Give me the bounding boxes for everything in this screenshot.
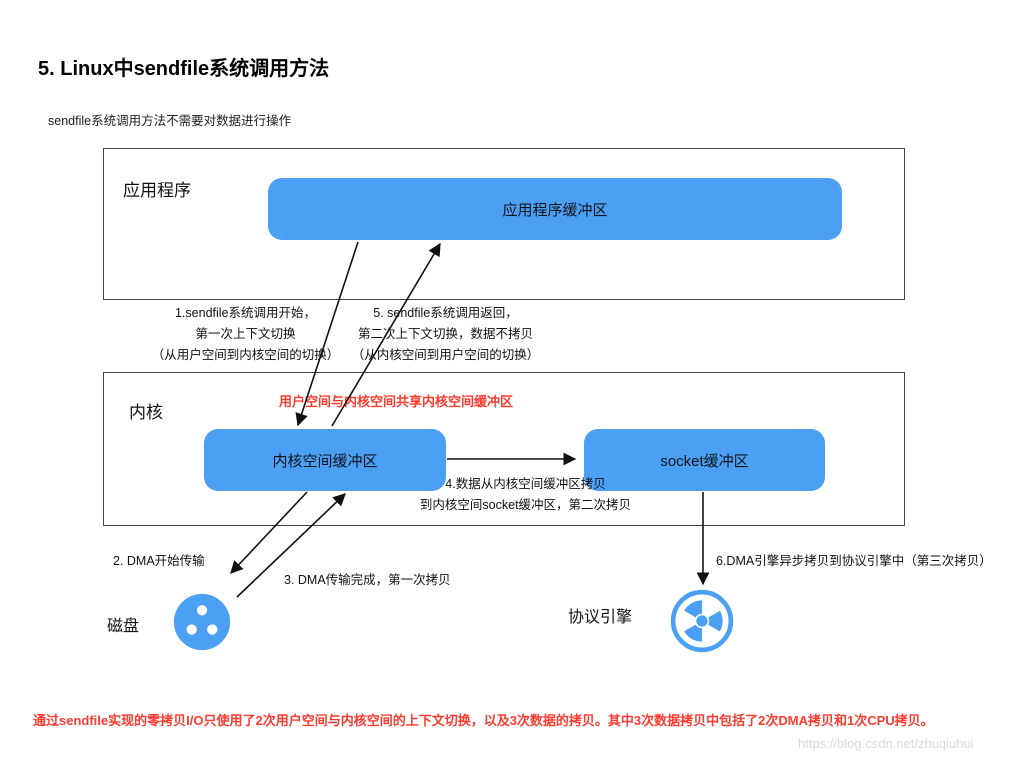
annotation-step1: 1.sendfile系统调用开始， 第一次上下文切换 （从用户空间到内核空间的切…: [133, 303, 358, 366]
protocol-engine-label: 协议引擎: [568, 609, 633, 626]
disk-icon-svg: [173, 593, 231, 651]
annotation-step5: 5. sendfile系统调用返回， 第二次上下文切换，数据不拷贝 （从内核空间…: [328, 303, 563, 366]
annotation-step6: 6.DMA引擎异步拷贝到协议引擎中（第三次拷贝）: [716, 554, 992, 568]
annotation-step4-line2: 到内核空间socket缓冲区，第二次拷贝: [419, 498, 632, 512]
annotation-step2: 2. DMA开始传输: [113, 554, 205, 568]
footer-note: 通过sendfile实现的零拷贝I/O只使用了2次用户空间与内核空间的上下文切换…: [33, 713, 934, 728]
annotation-step1-line2: 第一次上下文切换: [195, 327, 296, 341]
annotation-step4: 4.数据从内核空间缓冲区拷贝 到内核空间socket缓冲区，第二次拷贝: [393, 474, 658, 516]
socket-buffer-label: socket缓冲区: [660, 452, 749, 470]
watermark: https://blog.csdn.net/zhuqiuhui: [798, 736, 974, 751]
kernel-box-label: 内核: [129, 403, 163, 422]
user-space-box-label: 应用程序: [123, 181, 191, 200]
app-buffer-node: 应用程序缓冲区: [268, 178, 842, 240]
annotation-step1-line3: （从用户空间到内核空间的切换）: [151, 348, 340, 362]
disk-icon: [172, 592, 232, 652]
annotation-step5-line3: （从内核空间到用户空间的切换）: [351, 348, 540, 362]
radiation-icon-svg: [670, 589, 734, 653]
annotation-step1-line1: 1.sendfile系统调用开始，: [174, 306, 316, 320]
annotation-step4-line1: 4.数据从内核空间缓冲区拷贝: [445, 477, 606, 491]
socket-buffer-node: socket缓冲区: [584, 429, 825, 491]
annotation-step5-line1: 5. sendfile系统调用返回，: [373, 306, 518, 320]
shared-buffer-note: 用户空间与内核空间共享内核空间缓冲区: [278, 394, 513, 409]
page-title: 5. Linux中sendfile系统调用方法: [38, 58, 330, 80]
page-subtitle: sendfile系统调用方法不需要对数据进行操作: [48, 114, 292, 128]
kernel-buffer-node: 内核空间缓冲区: [204, 429, 446, 491]
annotation-step3: 3. DMA传输完成，第一次拷贝: [284, 573, 451, 587]
user-space-box: 应用程序 应用程序缓冲区: [103, 148, 905, 300]
kernel-buffer-label: 内核空间缓冲区: [272, 452, 378, 470]
disk-label: 磁盘: [107, 618, 140, 635]
annotation-step5-line2: 第二次上下文切换，数据不拷贝: [357, 327, 533, 341]
app-buffer-label: 应用程序缓冲区: [502, 201, 608, 219]
radiation-icon: [669, 588, 735, 654]
